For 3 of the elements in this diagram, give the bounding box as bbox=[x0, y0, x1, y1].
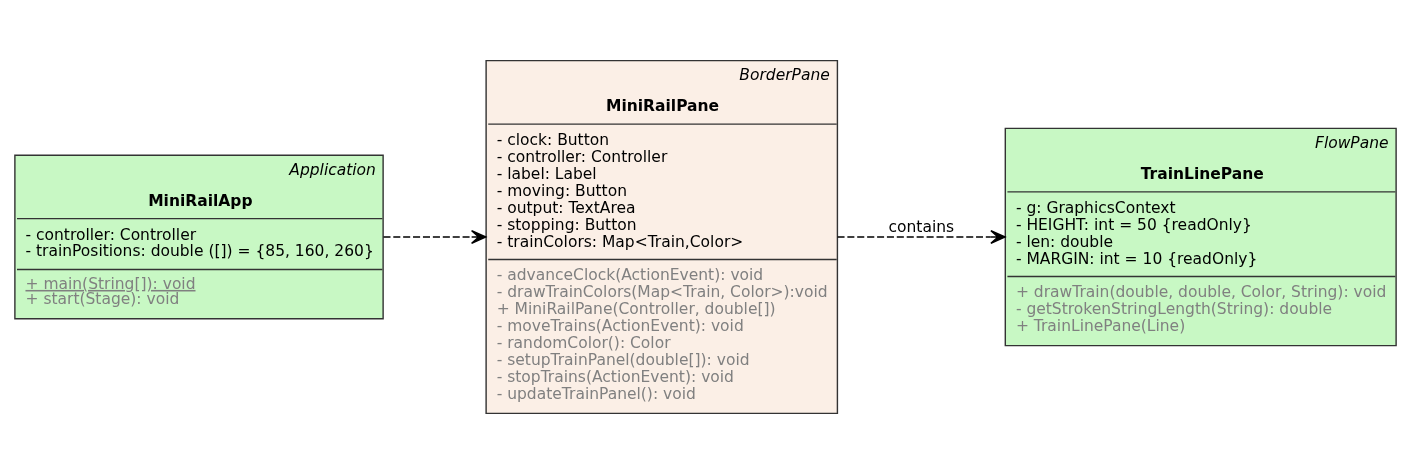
edge-label: contains bbox=[888, 218, 955, 237]
arrow bbox=[382, 229, 487, 245]
arrow bbox=[836, 229, 1006, 245]
